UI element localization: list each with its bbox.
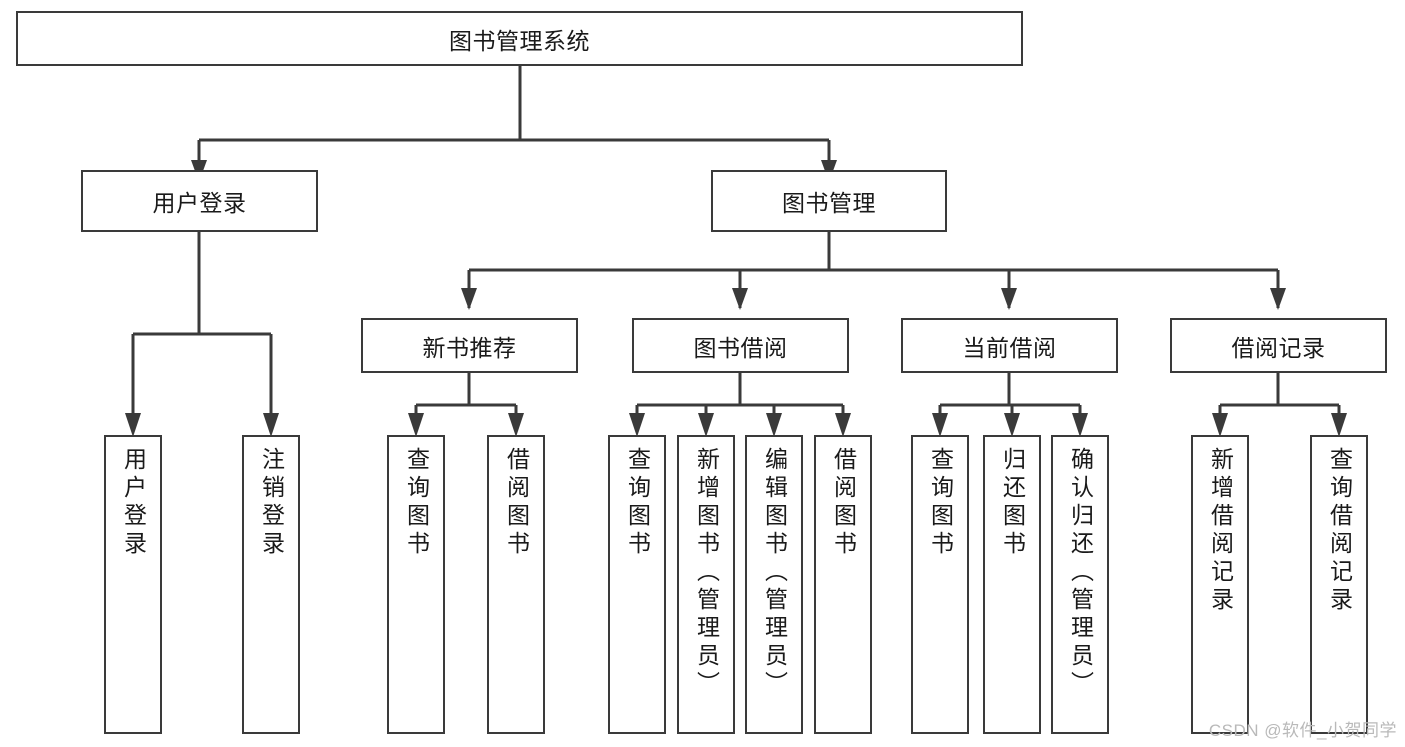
leaf-label: 归还图书 [999, 447, 1026, 559]
leaf-add-borrow-record[interactable]: 新增借阅记录 [1191, 435, 1249, 734]
node-current-borrow[interactable]: 当前借阅 [901, 318, 1118, 373]
leaf-label: 注销登录 [258, 447, 285, 559]
node-user-login-label: 用户登录 [152, 190, 247, 216]
leaf-logout[interactable]: 注销登录 [242, 435, 300, 734]
leaf-borrow-book[interactable]: 借阅图书 [814, 435, 872, 734]
node-new-book-recommend-label: 新书推荐 [422, 334, 517, 361]
node-current-borrow-label: 当前借阅 [962, 334, 1057, 361]
leaf-label: 借阅图书 [503, 447, 530, 559]
leaf-user-login[interactable]: 用户登录 [104, 435, 162, 734]
node-book-borrow[interactable]: 图书借阅 [632, 318, 849, 373]
node-user-login[interactable]: 用户登录 [81, 170, 318, 232]
leaf-return-book[interactable]: 归还图书 [983, 435, 1041, 734]
leaf-add-book-admin[interactable]: 新增图书（管理员） [677, 435, 735, 734]
leaf-label: 查询借阅记录 [1326, 447, 1353, 615]
watermark: CSDN @软件_小贺同学 [1208, 721, 1397, 740]
leaf-query-book-recommend[interactable]: 查询图书 [387, 435, 445, 734]
leaf-label: 确认归还（管理员） [1067, 447, 1094, 699]
leaf-edit-book-admin[interactable]: 编辑图书（管理员） [745, 435, 803, 734]
leaf-query-book-current[interactable]: 查询图书 [911, 435, 969, 734]
node-new-book-recommend[interactable]: 新书推荐 [361, 318, 578, 373]
leaf-label: 用户登录 [120, 447, 147, 559]
leaf-label: 查询图书 [927, 447, 954, 559]
node-book-management[interactable]: 图书管理 [711, 170, 947, 232]
leaf-borrow-book-recommend[interactable]: 借阅图书 [487, 435, 545, 734]
node-book-management-label: 图书管理 [782, 190, 876, 216]
leaf-label: 编辑图书（管理员） [761, 447, 788, 699]
leaf-label: 查询图书 [624, 447, 651, 559]
node-borrow-record-label: 借阅记录 [1231, 334, 1326, 361]
leaf-query-borrow-record[interactable]: 查询借阅记录 [1310, 435, 1368, 734]
node-book-borrow-label: 图书借阅 [693, 334, 788, 361]
leaf-confirm-return-admin[interactable]: 确认归还（管理员） [1051, 435, 1109, 734]
leaf-label: 新增图书（管理员） [693, 447, 720, 699]
leaf-query-book-borrow[interactable]: 查询图书 [608, 435, 666, 734]
leaf-label: 查询图书 [403, 447, 430, 559]
node-root-label: 图书管理系统 [449, 27, 590, 54]
node-borrow-record[interactable]: 借阅记录 [1170, 318, 1387, 373]
leaf-label: 新增借阅记录 [1207, 447, 1234, 615]
leaf-label: 借阅图书 [830, 447, 857, 559]
node-root[interactable]: 图书管理系统 [16, 11, 1023, 66]
